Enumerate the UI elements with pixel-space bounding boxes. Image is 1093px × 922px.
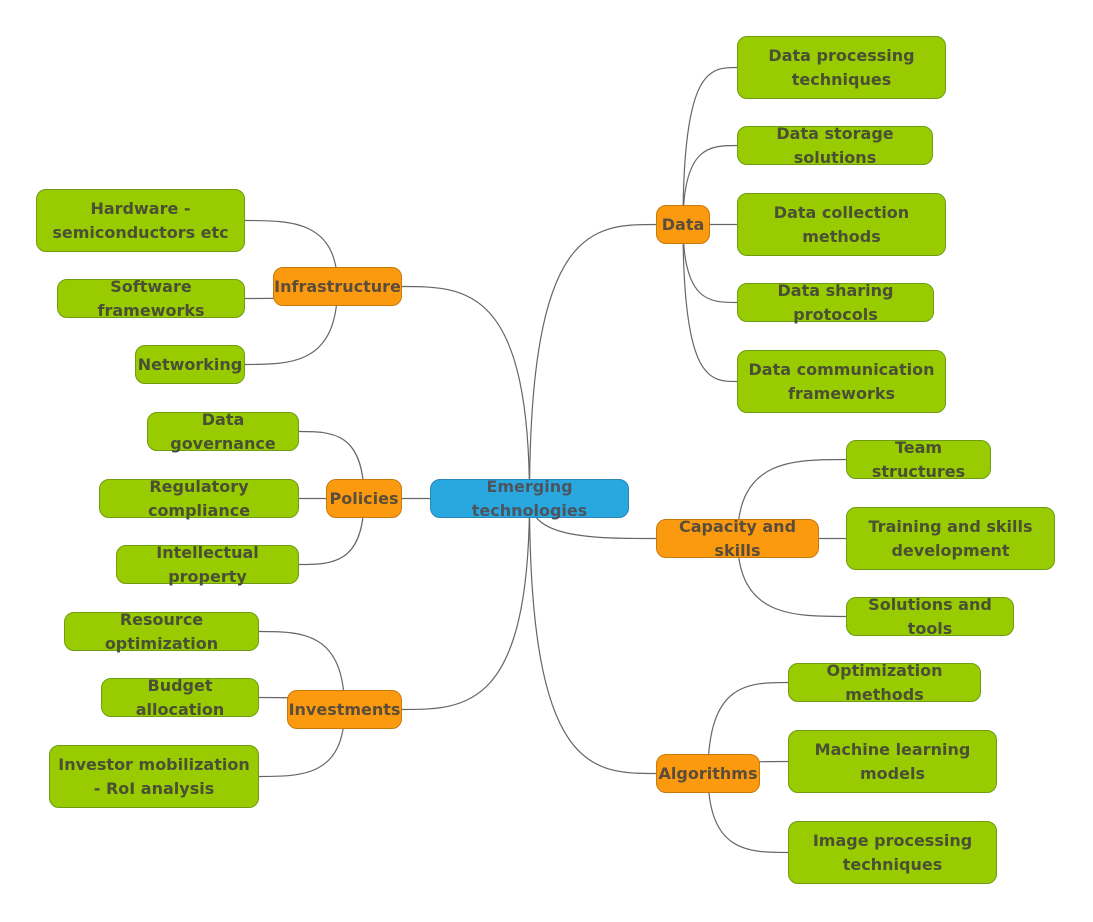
connector-root-data	[528, 223, 657, 499]
connector-data-data-storage	[682, 144, 738, 225]
connector-root-algorithms	[528, 498, 657, 775]
leaf-hardware[interactable]: Hardware - semiconductors etc	[36, 189, 245, 252]
leaf-regulatory-compliance[interactable]: Regulatory compliance	[99, 477, 299, 520]
branch-algorithms[interactable]: Algorithms	[656, 754, 760, 793]
connector-capacity-team-structures	[736, 458, 847, 539]
connector-data-data-processing	[682, 66, 738, 225]
branch-data[interactable]: Data	[656, 205, 710, 244]
connector-infrastructure-hardware	[244, 219, 339, 287]
leaf-training[interactable]: Training and skills development	[846, 507, 1055, 570]
leaf-data-sharing[interactable]: Data sharing protocols	[737, 281, 934, 324]
connector-root-investments	[401, 498, 531, 711]
connector-data-data-sharing	[682, 224, 738, 304]
connector-data-data-communication	[682, 224, 738, 383]
leaf-data-collection[interactable]: Data collection methods	[737, 193, 946, 256]
branch-capacity[interactable]: Capacity and skills	[656, 517, 819, 560]
connector-capacity-solutions-tools	[736, 538, 847, 618]
connector-investments-investor-mobilization	[258, 709, 346, 778]
leaf-data-storage[interactable]: Data storage solutions	[737, 124, 933, 167]
leaf-intellectual-property[interactable]: Intellectual property	[116, 543, 299, 586]
leaf-investor-mobilization[interactable]: Investor mobilization - RoI analysis	[49, 745, 259, 808]
leaf-software-frameworks[interactable]: Software frameworks	[57, 277, 245, 320]
leaf-networking[interactable]: Networking	[135, 345, 245, 384]
connector-algorithms-optimization-methods	[707, 681, 789, 774]
connector-root-infrastructure	[401, 285, 531, 499]
leaf-image-processing[interactable]: Image processing techniques	[788, 821, 997, 884]
leaf-optimization-methods[interactable]: Optimization methods	[788, 661, 981, 704]
branch-investments[interactable]: Investments	[287, 690, 402, 729]
connector-policies-data-governance	[298, 430, 365, 499]
connector-algorithms-image-processing	[707, 773, 789, 854]
leaf-budget-allocation[interactable]: Budget allocation	[101, 676, 259, 719]
connector-infrastructure-networking	[244, 286, 339, 366]
leaf-solutions-tools[interactable]: Solutions and tools	[846, 595, 1014, 638]
central-topic[interactable]: Emerging technologies	[430, 477, 629, 520]
connector-investments-resource-optimization	[258, 630, 346, 710]
leaf-ml-models[interactable]: Machine learning models	[788, 730, 997, 793]
branch-infrastructure[interactable]: Infrastructure	[273, 267, 402, 306]
leaf-resource-optimization[interactable]: Resource optimization	[64, 610, 259, 653]
leaf-team-structures[interactable]: Team structures	[846, 438, 991, 481]
leaf-data-communication[interactable]: Data communication frameworks	[737, 350, 946, 413]
leaf-data-governance[interactable]: Data governance	[147, 410, 299, 453]
branch-policies[interactable]: Policies	[326, 479, 402, 518]
leaf-data-processing[interactable]: Data processing techniques	[737, 36, 946, 99]
